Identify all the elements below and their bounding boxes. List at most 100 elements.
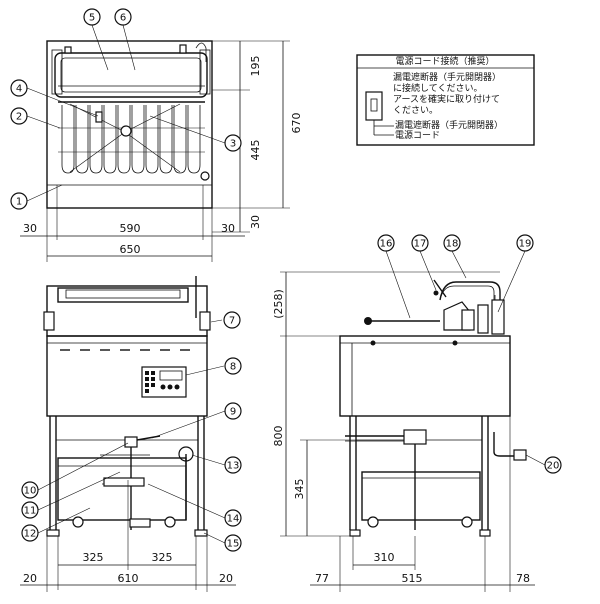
svg-text:5: 5 <box>89 13 95 24</box>
callout-13: 13 <box>224 456 242 474</box>
power-cord <box>493 432 518 457</box>
top-view-dimensions: 195 445 30 670 30 590 30 650 <box>20 40 303 262</box>
side-caster-right-icon <box>461 516 473 528</box>
basket-frame <box>54 52 208 98</box>
basket-clamp <box>461 309 475 331</box>
cord-plug-icon <box>513 449 527 461</box>
svg-text:2: 2 <box>16 112 22 123</box>
side-view-dimensions: (258) 800 345 310 77 515 78 <box>272 271 535 592</box>
dim-345: 345 <box>293 479 306 500</box>
top-left-post <box>64 46 72 54</box>
callout-6: 6 <box>114 8 132 26</box>
note-line-4: ください。 <box>393 105 438 116</box>
note-line-2: に接続してください。 <box>393 82 482 94</box>
side-oil-tank <box>361 471 481 521</box>
dim-258: (258) <box>272 289 285 319</box>
basket-inner <box>60 57 202 93</box>
dim-30-left: 30 <box>23 222 37 235</box>
front-main-body <box>46 335 208 417</box>
callout-16: 16 <box>377 234 395 252</box>
front-view-dimensions: 325 325 20 610 20 <box>20 480 236 592</box>
dim-20-left: 20 <box>23 572 37 585</box>
dim-310: 310 <box>374 551 395 564</box>
handle-knob-icon <box>364 317 372 325</box>
callout-5: 5 <box>83 8 101 26</box>
dim-800: 800 <box>272 426 285 447</box>
rear-motor <box>491 299 505 335</box>
tank-handle <box>103 477 145 487</box>
top-view-outline <box>46 40 213 209</box>
note-label-cord: 電源コード <box>395 130 440 141</box>
dim-20-right: 20 <box>219 572 233 585</box>
side-view <box>339 250 546 537</box>
top-hook <box>195 42 207 62</box>
dim-650: 650 <box>120 243 141 256</box>
svg-text:20: 20 <box>547 461 560 472</box>
side-foot-right <box>479 529 491 537</box>
svg-text:13: 13 <box>227 461 240 472</box>
callout-18: 18 <box>443 234 461 252</box>
callout-15: 15 <box>224 534 242 552</box>
front-left-clamp <box>43 311 55 331</box>
note-box-frame <box>356 54 535 146</box>
svg-text:12: 12 <box>24 529 37 540</box>
callout-1: 1 <box>10 192 28 210</box>
side-main-body <box>339 335 511 417</box>
mechanism-block <box>477 304 489 334</box>
callout-4: 4 <box>10 79 28 97</box>
callout-2: 2 <box>10 107 28 125</box>
svg-text:14: 14 <box>227 514 240 525</box>
svg-text:19: 19 <box>519 239 532 250</box>
basket-right-bracket <box>199 49 211 95</box>
svg-text:3: 3 <box>230 139 236 150</box>
callout-17: 17 <box>411 234 429 252</box>
dim-610: 610 <box>118 572 139 585</box>
side-caster-left-icon <box>367 516 379 528</box>
svg-text:17: 17 <box>414 239 427 250</box>
lever-17 <box>433 279 447 298</box>
display-icon <box>159 370 183 381</box>
top-view <box>26 24 226 209</box>
svg-text:1: 1 <box>16 197 22 208</box>
foot-right <box>194 529 208 537</box>
callout-8: 8 <box>224 357 242 375</box>
caster-right-icon <box>164 516 176 528</box>
dim-77: 77 <box>315 572 329 585</box>
drain-valve-icon <box>124 436 138 448</box>
dim-325-left: 325 <box>83 551 104 564</box>
callout-bubbles: 1 2 3 4 5 6 7 8 9 10 11 12 13 14 15 16 1… <box>10 8 562 552</box>
probe-icon <box>95 111 103 123</box>
front-view <box>37 276 226 544</box>
svg-text:16: 16 <box>380 239 393 250</box>
side-drain-valve-icon <box>403 429 427 445</box>
basket-left-bracket <box>51 49 63 95</box>
note-line-1: 漏電遮断器（手元開閉器） <box>393 71 501 83</box>
callout-11: 11 <box>21 501 39 519</box>
foot-left <box>46 529 60 537</box>
dim-445: 445 <box>249 140 262 161</box>
dim-30-mid: 30 <box>221 222 235 235</box>
side-foot-left <box>349 529 361 537</box>
breaker-icon <box>365 91 383 121</box>
sensor-icon <box>120 125 132 137</box>
caster-left-icon <box>72 516 84 528</box>
callout-7: 7 <box>223 311 241 329</box>
callout-19: 19 <box>516 234 534 252</box>
svg-text:4: 4 <box>16 84 22 95</box>
svg-text:7: 7 <box>229 316 235 327</box>
note-box: 電源コード接続（推奨） 漏電遮断器（手元開閉器） に接続してください。 アースを… <box>356 54 535 146</box>
dim-590: 590 <box>120 222 141 235</box>
oil-tank <box>57 457 187 521</box>
note-line-3: アースを確実に取り付けて <box>393 93 500 105</box>
heater-elements <box>58 101 210 181</box>
control-buttons-icon <box>145 371 180 393</box>
callout-14: 14 <box>224 509 242 527</box>
svg-text:15: 15 <box>227 539 240 550</box>
breaker-switch-icon <box>370 98 378 112</box>
callout-3: 3 <box>224 134 242 152</box>
front-basket-top <box>57 287 189 303</box>
lift-arm <box>439 281 501 304</box>
svg-text:18: 18 <box>446 239 459 250</box>
svg-text:8: 8 <box>230 362 236 373</box>
